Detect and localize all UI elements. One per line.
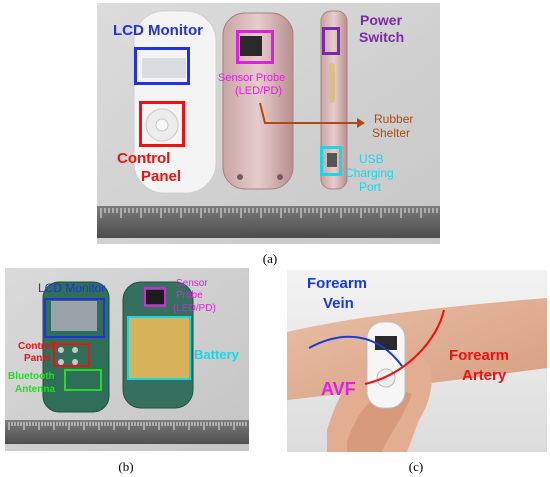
control-panel-box [139,101,185,147]
caption-b: (b) [118,459,134,474]
control-panel-label-1: Control [117,150,171,167]
control-panel-label-b-2: Panel [24,353,51,364]
panel-a-background [97,3,440,244]
control-panel-label-2: Panel [141,168,182,185]
panel-b-background [5,268,249,451]
lcd-monitor-label-b: LCD Monitor [38,281,106,295]
usb-port-label-2: Charging [345,166,394,180]
panel-a-photo: LCD Monitor Control Panel Sensor Probe (… [97,3,440,244]
sensor-probe-box [236,30,274,64]
control-panel-box-b [53,343,90,367]
power-switch-box [322,27,340,55]
lcd-monitor-box [134,47,190,85]
forearm-vein-line [308,335,403,367]
sensor-probe-label-2: (LED/PD) [235,85,283,97]
rubber-shelter-arrow [259,102,362,124]
forearm-vein-label-2: Vein [323,295,354,312]
power-switch-label-2: Switch [359,29,405,45]
control-panel-label-b-1: Control [18,341,54,352]
forearm-artery-line [364,309,445,385]
avf-label: AVF [321,379,356,399]
usb-port-label-1: USB [359,152,384,166]
forearm-artery-label-2: Artery [462,367,507,384]
panel-c-background [287,270,547,452]
caption-a: (a) [262,251,278,266]
sensor-probe-label-b-3: (LED/PD) [173,303,216,314]
panel-b-photo: LCD Monitor Control Panel Bluetooth Ante… [5,268,249,451]
rubber-shelter-label-2: Shelter [372,126,411,140]
pink-device-back [222,12,294,190]
battery-label: Battery [194,347,239,362]
caption-c: (c) [408,459,424,474]
panel-c-photo: Forearm Vein Forearm Artery AVF [287,270,547,452]
rubber-shelter-label-1: Rubber [374,112,414,126]
usb-port-box [320,146,342,176]
forearm-vein-label-1: Forearm [307,275,368,292]
lcd-monitor-box-b [44,298,105,338]
sensor-probe-label-1: Sensor Probe [218,72,286,84]
bluetooth-label-2: Antenna [15,384,55,395]
usb-port-label-3: Port [359,180,382,194]
battery-box [127,316,191,380]
lcd-monitor-label: LCD Monitor [113,22,203,39]
sensor-probe-box-b [144,287,166,307]
forearm [287,298,547,400]
bluetooth-box [64,369,102,391]
ruler-b [5,420,249,444]
bluetooth-label-1: Bluetooth [8,371,55,382]
power-switch-label-1: Power [360,12,403,28]
forearm-artery-label-1: Forearm [449,347,510,364]
sensor-probe-label-b-1: Sensor [176,278,208,289]
device-on-arm [366,321,406,409]
sensor-probe-label-b-2: Probe [176,290,203,301]
